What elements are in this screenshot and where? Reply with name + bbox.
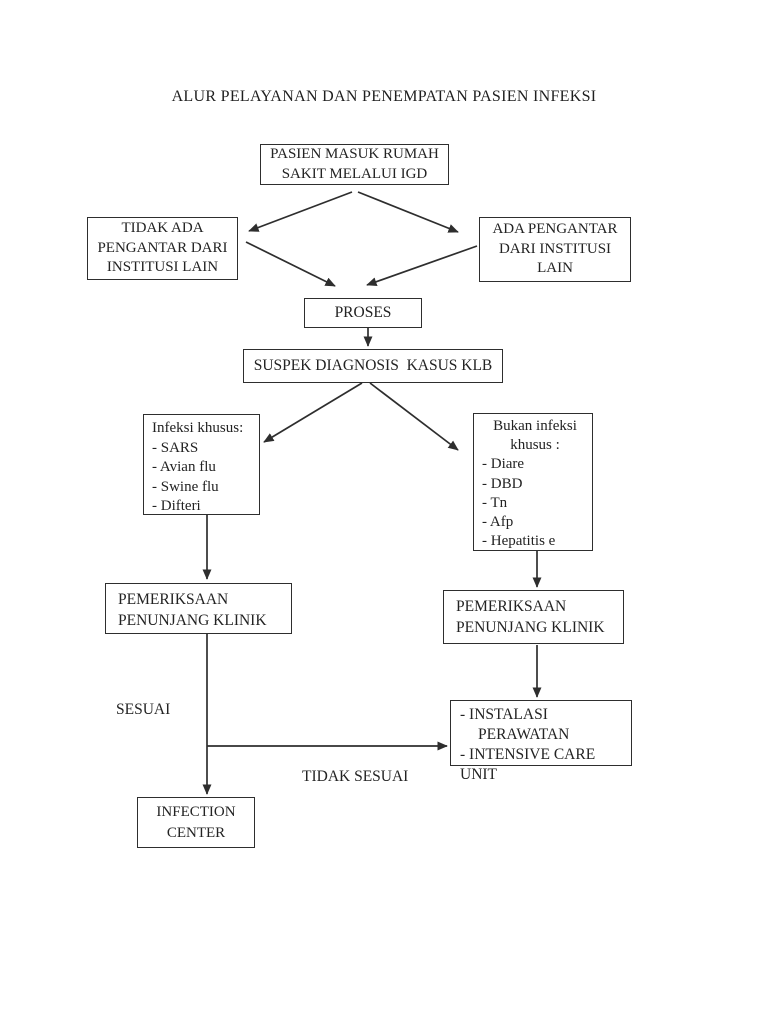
arrow-ada-to-proses <box>366 245 478 287</box>
list-item: - SARS <box>152 439 199 456</box>
list-header: Bukan infeksi <box>493 418 577 434</box>
node-line: ADA PENGANTAR <box>492 221 618 238</box>
node-infection-center: INFECTION CENTER <box>137 797 255 848</box>
node-line: PROSES <box>334 304 392 322</box>
node-infeksi-khusus: Infeksi khusus: - SARS - Avian flu - Swi… <box>143 414 260 515</box>
list-item: - Hepatitis e <box>482 533 556 550</box>
node-line: INFECTION <box>156 803 236 820</box>
list-header: khusus : <box>510 437 560 454</box>
node-line: INSTITUSI LAIN <box>106 259 219 276</box>
list-item: - Diare <box>482 456 525 473</box>
diagram-title: ALUR PELAYANAN DAN PENEMPATAN PASIEN INF… <box>171 88 597 105</box>
node-ada-pengantar: ADA PENGANTAR DARI INSTITUSI LAIN <box>479 217 631 282</box>
arrow-igd-to-tidak-ada <box>248 191 353 232</box>
node-proses: PROSES <box>304 298 422 328</box>
node-pemeriksaan-penunjang-klinik-right: PEMERIKSAAN PENUNJANG KLINIK <box>443 590 624 644</box>
list-item: - INTENSIVE CARE UNIT <box>460 746 596 783</box>
node-line: TIDAK ADA <box>121 220 204 237</box>
node-line: PEMERIKSAAN <box>456 597 567 615</box>
node-suspek-diagnosis-klb: SUSPEK DIAGNOSIS KASUS KLB <box>243 349 503 383</box>
list-item: - Swine flu <box>152 478 219 495</box>
edge-label-tidak-sesuai: TIDAK SESUAI <box>302 768 409 785</box>
list-item: - Tn <box>482 494 508 511</box>
node-line: CENTER <box>166 824 226 841</box>
node-line: DARI INSTITUSI <box>498 240 612 257</box>
node-pasien-masuk-igd: PASIEN MASUK RUMAH SAKIT MELALUI IGD <box>260 144 449 185</box>
arrow-suspek-to-bukan <box>369 382 459 451</box>
edge-label-sesuai: SESUAI <box>116 701 171 718</box>
arrow-tidak-ada-to-proses <box>245 241 336 287</box>
arrow-suspek-to-infeksi <box>263 382 363 443</box>
arrow-igd-to-ada <box>357 191 459 233</box>
node-instalasi-perawatan-icu: - INSTALASI PERAWATAN - INTENSIVE CARE U… <box>450 700 632 783</box>
list-item: - INSTALASI <box>460 706 548 723</box>
list-item: - Difteri <box>152 498 201 514</box>
node-pemeriksaan-penunjang-klinik-left: PEMERIKSAAN PENUNJANG KLINIK <box>105 583 292 634</box>
node-line: PENUNJANG KLINIK <box>118 612 267 629</box>
node-line: PEMERIKSAAN <box>118 590 229 608</box>
node-line: PENGANTAR DARI <box>97 239 228 256</box>
list-item: - Avian flu <box>152 459 216 475</box>
list-item: - Afp <box>482 514 514 531</box>
node-line: SAKIT MELALUI IGD <box>281 165 428 182</box>
node-tidak-ada-pengantar: TIDAK ADA PENGANTAR DARI INSTITUSI LAIN <box>87 217 238 280</box>
node-line: PENUNJANG KLINIK <box>456 619 605 636</box>
node-line: SUSPEK DIAGNOSIS KASUS KLB <box>253 357 493 375</box>
list-item: - DBD <box>482 475 523 492</box>
list-header: Infeksi khusus: <box>152 420 244 436</box>
list-item-continuation: PERAWATAN <box>478 726 570 743</box>
node-line: PASIEN MASUK RUMAH <box>270 146 439 162</box>
node-line: LAIN <box>537 260 573 277</box>
node-bukan-infeksi-khusus: Bukan infeksi khusus : - Diare - DBD - T… <box>473 413 593 551</box>
